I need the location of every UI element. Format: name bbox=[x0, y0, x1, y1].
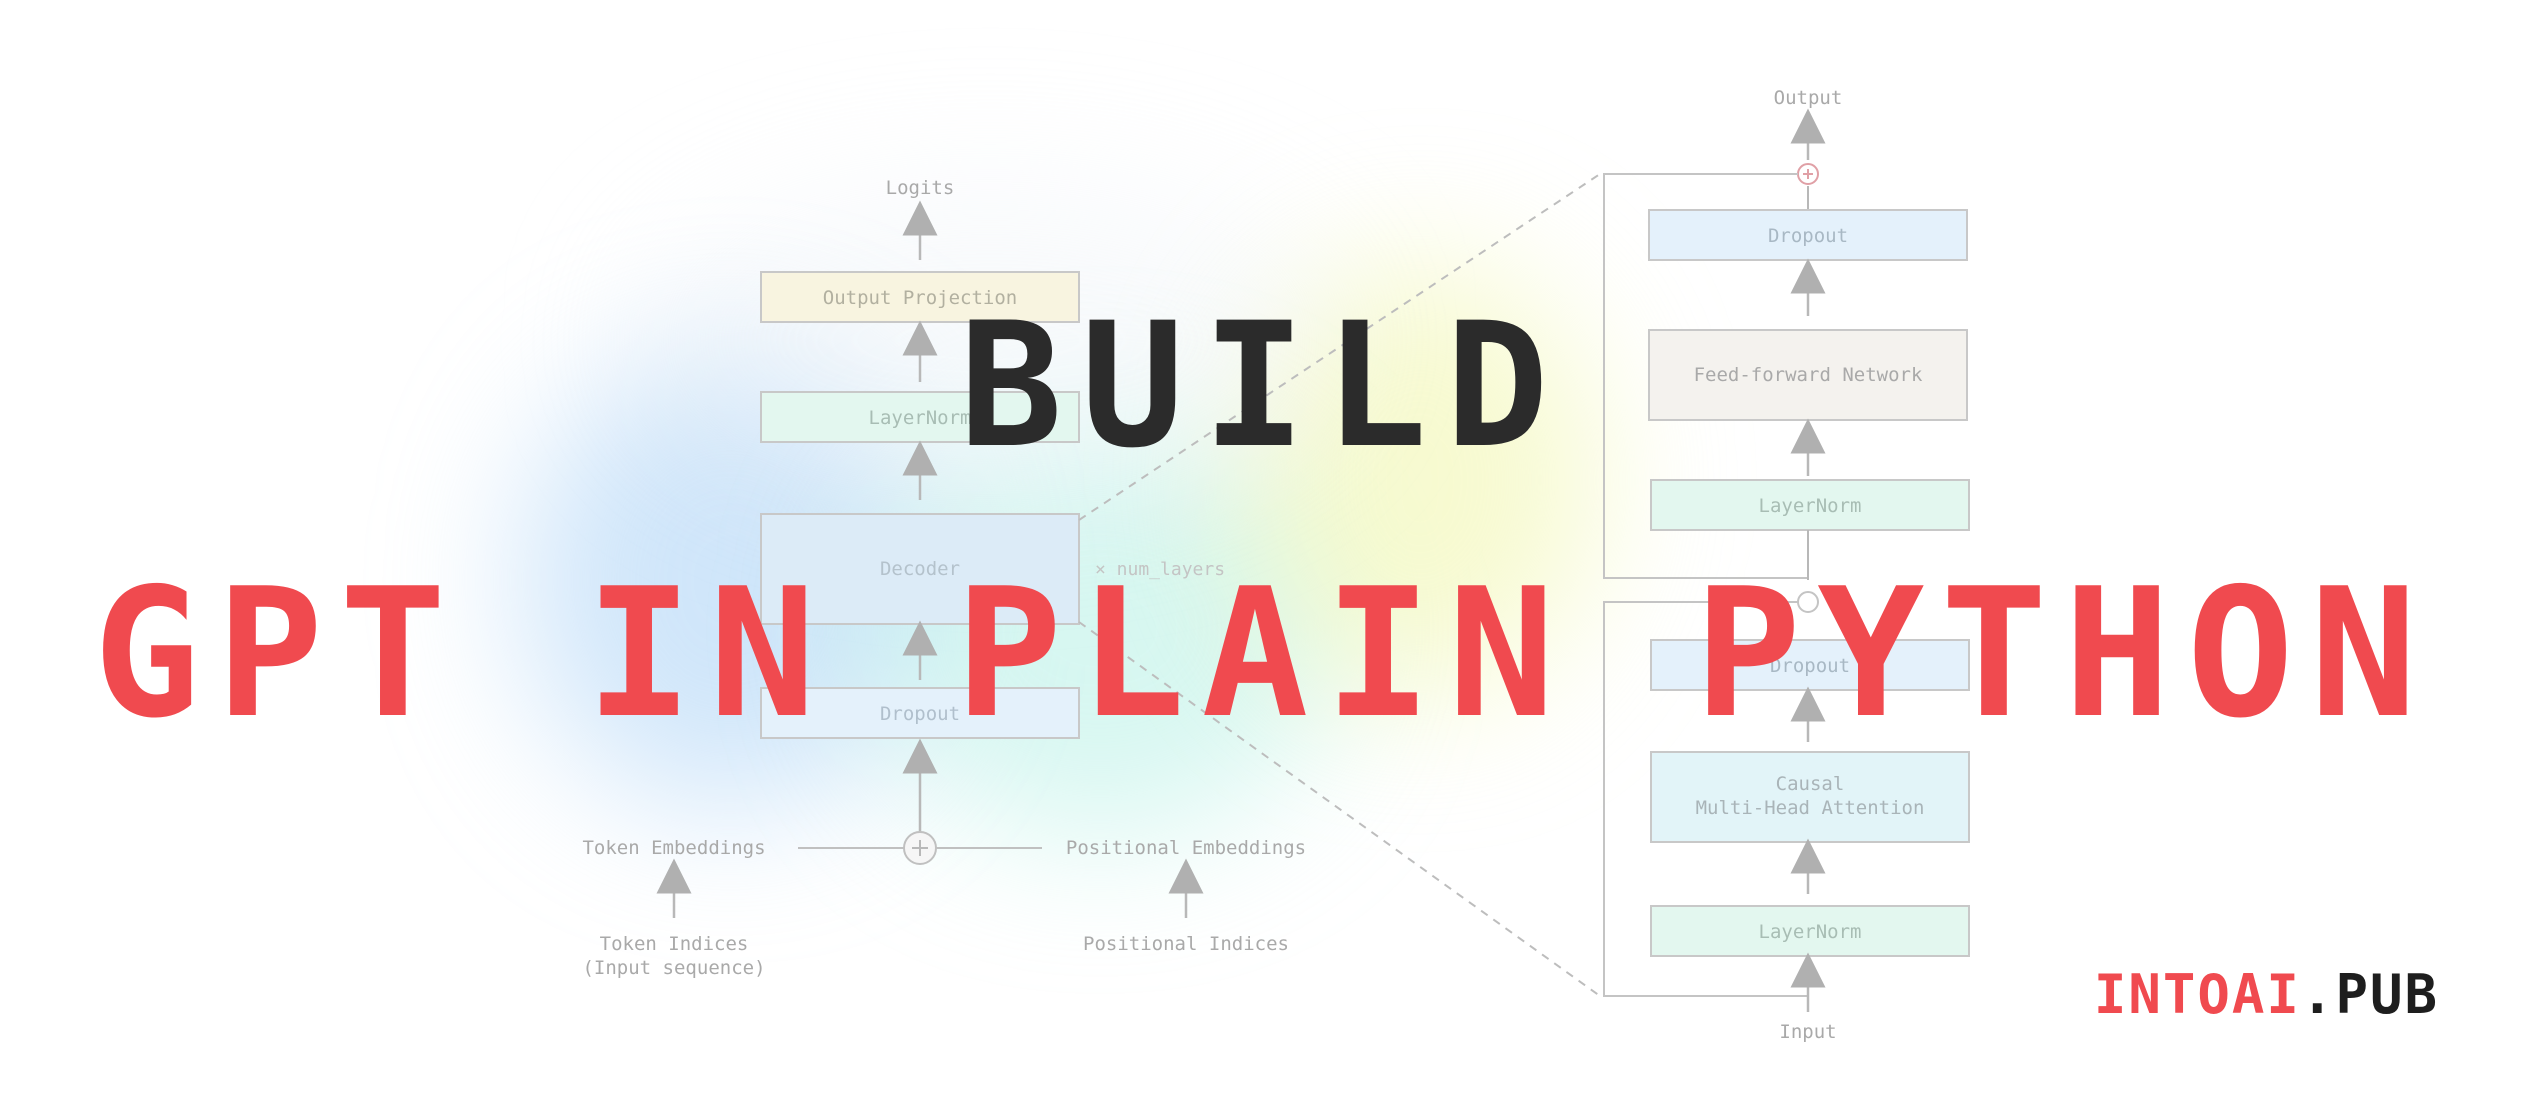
zoom-line-bottom bbox=[1078, 621, 1601, 997]
token-indices-sub-label: (Input sequence) bbox=[582, 957, 765, 979]
output-label: Output bbox=[1774, 87, 1843, 109]
attention-label-line1: Causal bbox=[1776, 773, 1845, 795]
input-label: Input bbox=[1779, 1021, 1836, 1043]
token-embeddings-label: Token Embeddings bbox=[582, 837, 765, 859]
brand-name: INTOAI bbox=[2093, 963, 2301, 1026]
left-diagram: Logits Output Projection LayerNorm Decod… bbox=[582, 177, 1306, 979]
brand-logo[interactable]: INTOAI.PUB bbox=[2094, 968, 2439, 1022]
output-projection-box bbox=[760, 271, 1080, 323]
title-main: GPT IN PLAIN PYTHON bbox=[92, 550, 2434, 757]
title-build: BUILD bbox=[959, 285, 1567, 486]
residual-skip-bottom bbox=[1603, 601, 1808, 997]
ffn-label: Feed-forward Network bbox=[1694, 364, 1923, 386]
dropout-top-box bbox=[1648, 209, 1968, 261]
positional-embeddings-label: Positional Embeddings bbox=[1066, 837, 1306, 859]
right-diagram: Output Dropout Feed-forward Network Laye… bbox=[1603, 87, 1970, 1043]
decoder-label: Decoder bbox=[880, 558, 960, 580]
decoder-box bbox=[760, 513, 1080, 625]
attention-box bbox=[1650, 751, 1970, 843]
num-layers-label: × num_layers bbox=[1095, 559, 1225, 580]
layernorm-top-box bbox=[1650, 479, 1970, 531]
attention-label-line2: Multi-Head Attention bbox=[1696, 797, 1925, 819]
layernorm-top-label: LayerNorm bbox=[1759, 495, 1862, 517]
logits-label: Logits bbox=[886, 177, 955, 199]
dropout-top-label: Dropout bbox=[1768, 225, 1848, 247]
layernorm-bottom-box bbox=[1650, 905, 1970, 957]
residual-skip-top bbox=[1603, 173, 1808, 579]
layernorm-box bbox=[760, 391, 1080, 443]
dropout-bottom-label: Dropout bbox=[1770, 655, 1850, 677]
layernorm-label: LayerNorm bbox=[869, 407, 972, 429]
dropout-label: Dropout bbox=[880, 703, 960, 725]
layernorm-bottom-label: LayerNorm bbox=[1759, 921, 1862, 943]
ffn-box bbox=[1648, 329, 1968, 421]
positional-indices-label: Positional Indices bbox=[1083, 933, 1289, 955]
dropout-box bbox=[760, 687, 1080, 739]
brand-domain: .PUB bbox=[2300, 963, 2439, 1026]
output-projection-label: Output Projection bbox=[823, 287, 1017, 309]
token-indices-label: Token Indices bbox=[600, 933, 749, 955]
dropout-bottom-box bbox=[1650, 639, 1970, 691]
